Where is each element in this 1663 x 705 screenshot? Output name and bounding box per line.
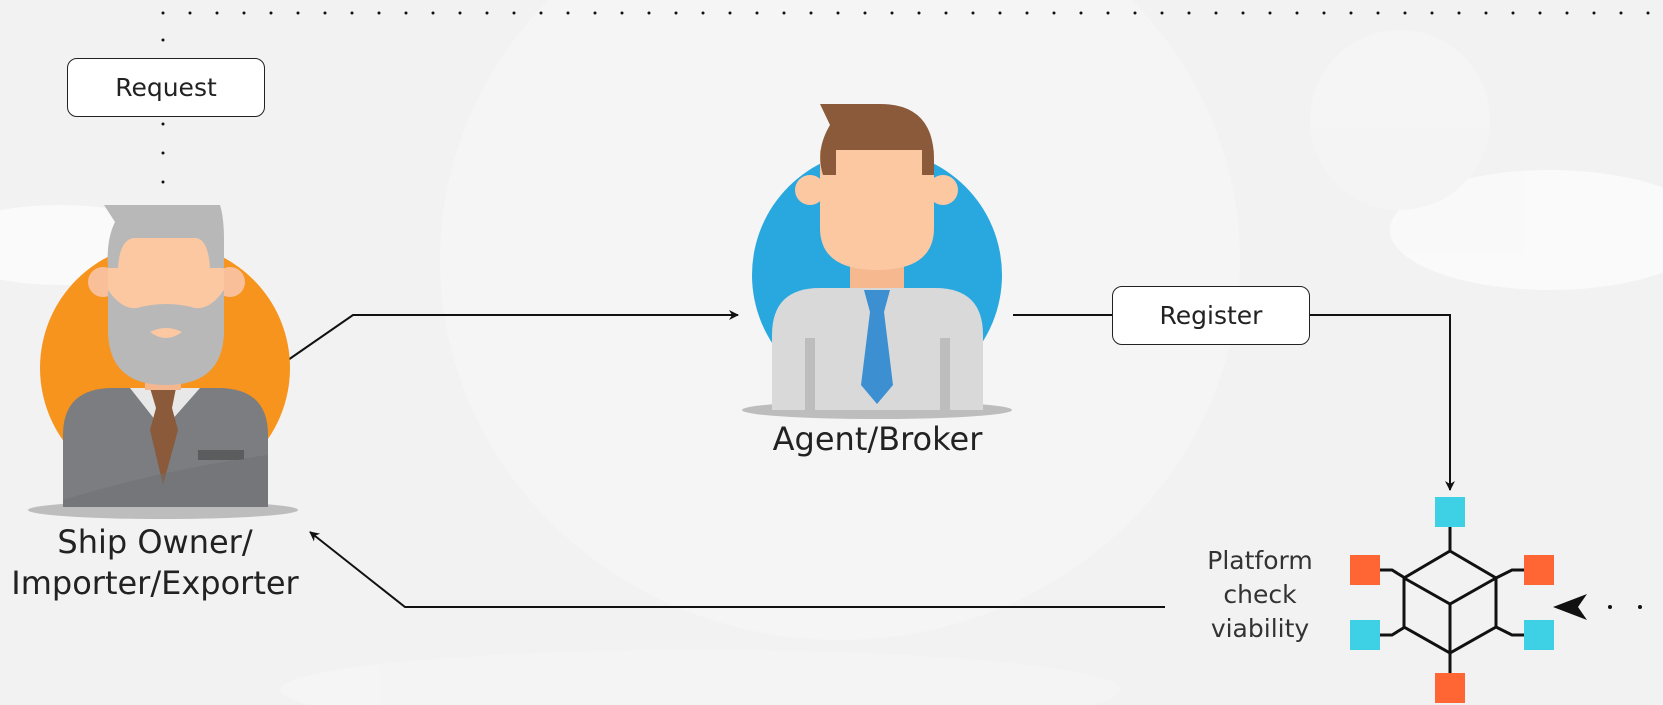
- ship-owner-avatar: [28, 205, 298, 519]
- platform-label-line1: Platform: [1207, 546, 1313, 575]
- incoming-arrowhead: [1553, 594, 1587, 620]
- register-arrow: [1310, 314, 1455, 491]
- agent-broker-avatar: [742, 104, 1012, 419]
- platform-label-line2: check: [1223, 580, 1297, 609]
- incoming-dot-1: [1608, 605, 1612, 609]
- register-label: Register: [1112, 286, 1310, 345]
- incoming-dot-2: [1638, 605, 1642, 609]
- request-arrow: [287, 310, 739, 361]
- platform-label: Platform check viability: [1180, 544, 1340, 646]
- platform-label-line3: viability: [1210, 614, 1310, 643]
- ship-owner-label-line1: Ship Owner/: [57, 523, 253, 561]
- ship-owner-label-line2: Importer/Exporter: [11, 564, 299, 602]
- agent-broker-label: Agent/Broker: [772, 420, 983, 458]
- platform-network-icon: [1350, 497, 1554, 703]
- response-arrow: [309, 531, 1165, 608]
- request-label: Request: [67, 58, 265, 117]
- ship-owner-label: Ship Owner/ Importer/Exporter: [0, 522, 310, 604]
